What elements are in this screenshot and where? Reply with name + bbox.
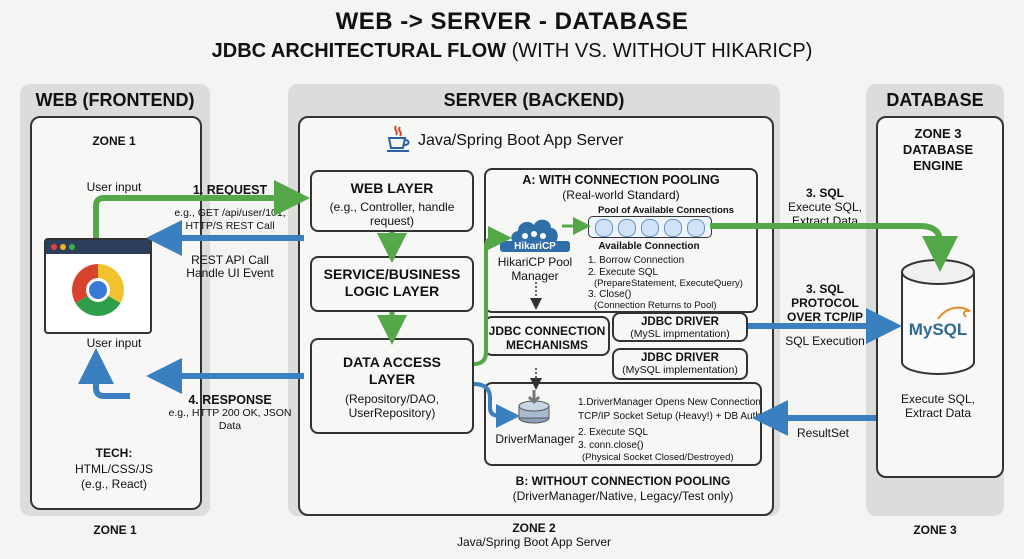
pool-b-sub: (DriverManager/Native, Legacy/Test only) xyxy=(512,489,734,503)
driver-manager-label: DriverManager xyxy=(495,432,575,446)
web-layer-box: WEB LAYER (e.g., Controller, handle requ… xyxy=(310,170,474,232)
response-title: 4. RESPONSE xyxy=(188,393,272,407)
a-step1: 1. Borrow Connection xyxy=(588,255,685,266)
tech-line2: (e.g., React) xyxy=(80,477,148,491)
a-step3-sub: (Connection Returns to Pool) xyxy=(594,300,717,311)
request-sub: e.g., GET /api/user/101, HTTP/S REST Cal… xyxy=(174,207,286,232)
data-access-layer-box: DATA ACCESS LAYER (Repository/DAO, UserR… xyxy=(310,338,474,434)
pool-connection-5 xyxy=(687,219,705,237)
db-zone-footer: ZONE 3 xyxy=(913,523,957,537)
rest-api-label: REST API Call xyxy=(191,253,269,267)
web-zone-label: ZONE 1 xyxy=(92,134,136,148)
database-header: DATABASE xyxy=(886,90,984,110)
sql3-title: 3. SQL xyxy=(805,186,844,200)
server-zone-footer-sub: Java/Spring Boot App Server xyxy=(456,535,612,549)
user-input-top: User input xyxy=(86,180,142,194)
pool-connection-2 xyxy=(618,219,636,237)
mysql-dolphin-icon xyxy=(937,306,971,320)
mysql-logo: MySQL xyxy=(908,320,968,339)
dal-sub: (Repository/DAO, UserRepository) xyxy=(344,392,440,420)
service-layer-box: SERVICE/BUSINESS LOGIC LAYER xyxy=(310,256,474,312)
subtitle-rest: (WITH VS. WITHOUT HIKARICP) xyxy=(506,40,813,62)
pool-a-sub: (Real-world Standard) xyxy=(562,188,680,202)
driver2-title: JDBC DRIVER xyxy=(641,352,719,364)
pool-connection-1 xyxy=(595,219,613,237)
request-title: 1. REQUEST xyxy=(192,183,268,197)
page-title: WEB -> SERVER - DATABASE xyxy=(335,8,689,35)
resultset-label: ResultSet xyxy=(796,426,850,440)
pool-b-title: B: WITHOUT CONNECTION POOLING xyxy=(515,474,731,488)
browser-dot-red xyxy=(51,244,57,250)
pool-to-database-arrow xyxy=(710,223,958,272)
hikari-label: HikariCP Pool Manager xyxy=(497,255,573,283)
app-server-title: Java/Spring Boot App Server xyxy=(418,132,624,149)
pool-a-title: A: WITH CONNECTION POOLING xyxy=(522,173,720,187)
web-layer-sub: (e.g., Controller, handle request) xyxy=(329,200,455,228)
tech-line1: HTML/CSS/JS xyxy=(74,462,153,476)
web-header: WEB (FRONTEND) xyxy=(35,90,195,110)
b-step1b: TCP/IP Socket Setup (Heavy!) + DB Auth xyxy=(578,411,761,422)
a-step3: 3. Close() xyxy=(588,289,632,300)
driver-manager-icon xyxy=(518,390,550,424)
user-input-bottom: User input xyxy=(86,336,142,350)
server-header: SERVER (BACKEND) xyxy=(443,90,625,110)
browser-window xyxy=(44,238,152,334)
web-layer-title: WEB LAYER xyxy=(350,180,434,196)
b-step2: 2. Execute SQL xyxy=(578,427,649,438)
b-step3: 3. conn.close() xyxy=(578,440,644,451)
dal-to-hikari-arrow xyxy=(473,226,512,366)
sql-execution: SQL Execution xyxy=(785,334,865,348)
page-subtitle: JDBC ARCHITECTURAL FLOW (WITH VS. WITHOU… xyxy=(0,40,1024,63)
subtitle-bold: JDBC ARCHITECTURAL FLOW xyxy=(211,40,507,62)
pool-label: Pool of Available Connections xyxy=(598,205,735,216)
jdbc-mechanisms-box: JDBC CONNECTION MECHANISMS xyxy=(484,316,610,356)
dal-title: DATA ACCESS LAYER xyxy=(343,354,441,387)
jdbc-mech-label: JDBC CONNECTION MECHANISMS xyxy=(488,324,606,352)
driver1-title: JDBC DRIVER xyxy=(641,316,719,328)
service-layer-title: SERVICE/BUSINESS LOGIC LAYER xyxy=(323,266,461,299)
sql-protocol: 3. SQL PROTOCOL OVER TCP/IP xyxy=(786,282,863,324)
browser-dot-green xyxy=(69,244,75,250)
available-connection: Available Connection xyxy=(598,241,700,252)
hikari-logo-text: HikariCP xyxy=(500,241,570,252)
hikari-cloud-icon xyxy=(511,219,558,244)
a-step2: 2. Execute SQL xyxy=(588,267,659,278)
driver2-sub: (MySQL implementation) xyxy=(622,364,738,376)
pool-connection-3 xyxy=(641,219,659,237)
b-step3-sub: (Physical Socket Closed/Destroyed) xyxy=(582,452,734,463)
connection-pool xyxy=(588,216,712,238)
response-sub: e.g., HTTP 200 OK, JSON Data xyxy=(168,407,292,432)
request-arrow xyxy=(93,180,310,238)
dal-to-drivermanager-arrow xyxy=(473,382,520,428)
chrome-icon xyxy=(72,264,124,316)
server-zone-footer: ZONE 2 xyxy=(512,521,556,535)
db-execute-sql: Execute SQL, Extract Data xyxy=(900,392,976,420)
browser-dot-yellow xyxy=(60,244,66,250)
java-cup-icon xyxy=(387,125,410,152)
jdbc-driver-2: JDBC DRIVER (MySQL implementation) xyxy=(612,348,748,380)
db-zone-title: ZONE 3 DATABASE ENGINE xyxy=(902,126,974,173)
driver1-sub: (MySL impmentation) xyxy=(630,328,730,340)
handle-ui-label: Handle UI Event xyxy=(186,266,274,280)
java-icon xyxy=(384,124,412,154)
pool-b-box xyxy=(484,382,762,466)
b-step1: 1.DriverManager Opens New Connection xyxy=(578,397,761,408)
pool-connection-4 xyxy=(664,219,682,237)
user-input-loop-arrow xyxy=(78,348,130,399)
browser-titlebar xyxy=(46,240,150,254)
tech-title: TECH: xyxy=(95,446,133,460)
web-zone-footer: ZONE 1 xyxy=(93,523,137,537)
jdbc-driver-1: JDBC DRIVER (MySL impmentation) xyxy=(612,312,748,342)
a-step2-sub: (PrepareStatement, ExecuteQuery) xyxy=(594,278,743,289)
